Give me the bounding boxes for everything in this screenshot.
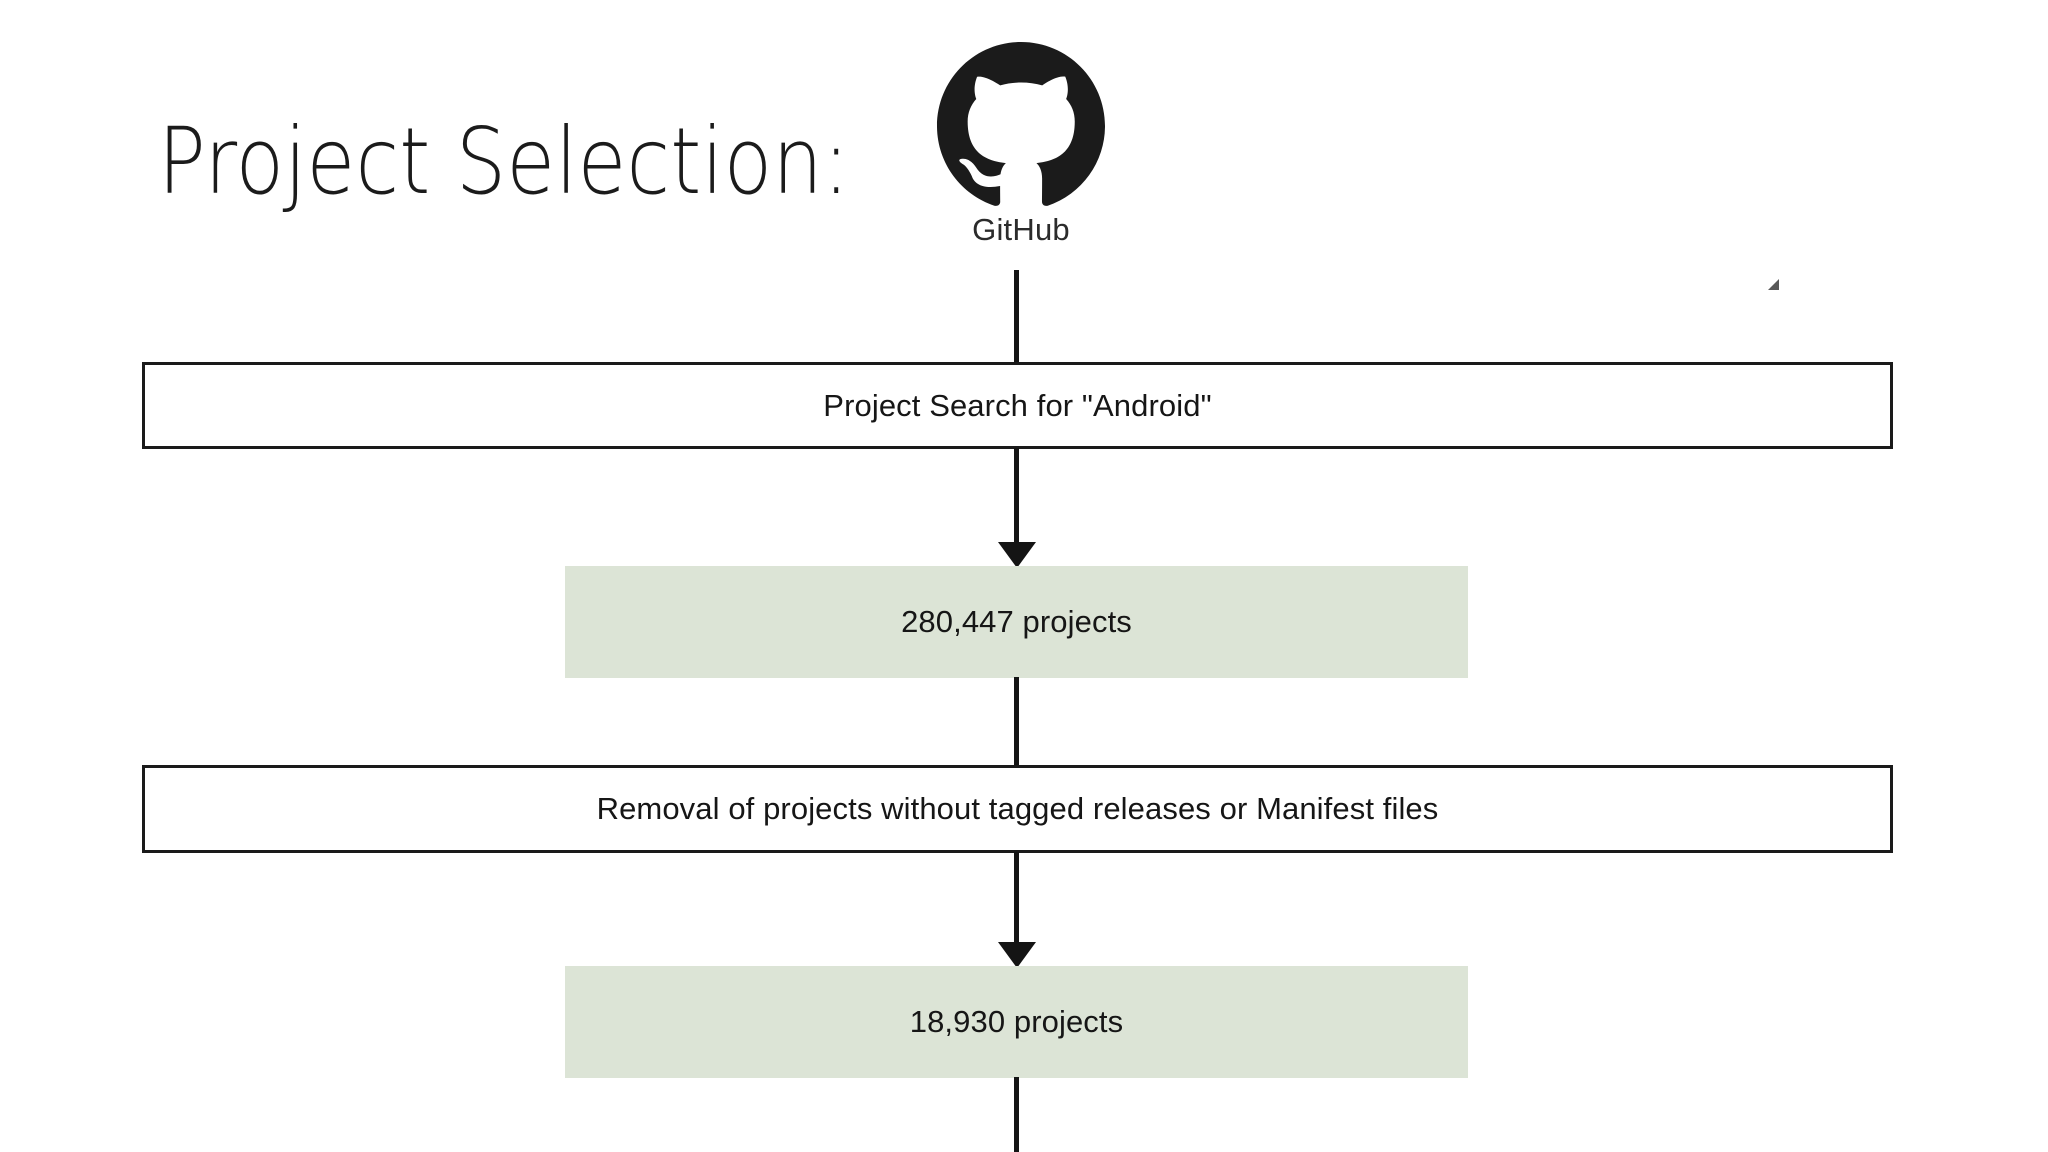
- github-octocat-icon: [936, 42, 1106, 210]
- arrowhead-into-count-2-icon: [998, 942, 1036, 968]
- connector-count-1-to-removal: [1014, 677, 1019, 766]
- page-title: Project Selection:: [158, 108, 850, 215]
- flow-node-count-2-label: 18,930 projects: [909, 1004, 1124, 1039]
- flow-node-removal-label: Removal of projects without tagged relea…: [596, 791, 1439, 826]
- connector-removal-to-count-2: [1014, 852, 1019, 952]
- flow-node-source: GitHub: [928, 42, 1114, 248]
- connector-count-2-continues: [1014, 1077, 1019, 1152]
- connector-search-to-count-1: [1014, 448, 1019, 548]
- flow-node-count-1-label: 280,447 projects: [901, 604, 1132, 639]
- flow-node-removal[interactable]: Removal of projects without tagged relea…: [142, 765, 1893, 853]
- flow-node-count-1[interactable]: 280,447 projects: [565, 566, 1468, 678]
- flow-node-count-2[interactable]: 18,930 projects: [565, 966, 1468, 1078]
- arrowhead-into-count-1-icon: [998, 542, 1036, 568]
- flow-node-search[interactable]: Project Search for "Android": [142, 362, 1893, 449]
- scan-artifact-mark: [1768, 279, 1779, 290]
- flow-node-search-label: Project Search for "Android": [823, 387, 1212, 423]
- connector-source-to-search: [1014, 270, 1019, 363]
- github-label: GitHub: [972, 212, 1070, 247]
